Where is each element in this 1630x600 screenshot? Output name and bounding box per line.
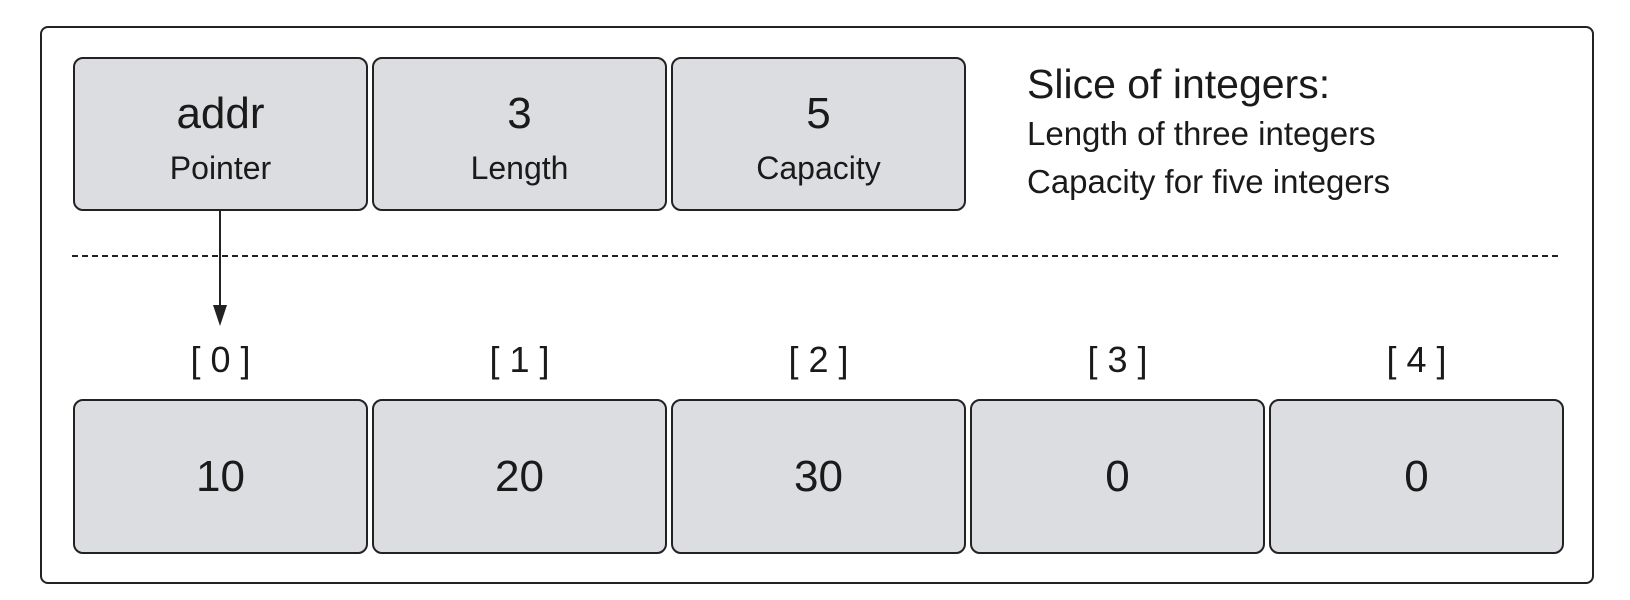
array-index-2: [ 2 ] bbox=[788, 339, 849, 380]
pointer-arrow-head bbox=[213, 305, 227, 326]
array-cell-4: 0 bbox=[1269, 399, 1564, 554]
dashed-divider bbox=[72, 255, 1558, 257]
slice-description: Slice of integers: Length of three integ… bbox=[1027, 58, 1390, 206]
description-title: Slice of integers: bbox=[1027, 61, 1331, 107]
capacity-field-label: Capacity bbox=[756, 150, 881, 186]
array-index-0: [ 0 ] bbox=[190, 339, 251, 380]
array-index-4: [ 4 ] bbox=[1386, 339, 1447, 380]
array-cell-2: 30 bbox=[671, 399, 966, 554]
array-cell-0: 10 bbox=[73, 399, 368, 554]
length-field-box: 3 Length bbox=[372, 57, 667, 211]
array-cell-value: 0 bbox=[1404, 451, 1429, 501]
description-length-line: Length of three integers bbox=[1027, 115, 1376, 152]
diagram-frame bbox=[40, 26, 1594, 584]
pointer-field-value: addr bbox=[176, 89, 265, 138]
array-cell-1: 20 bbox=[372, 399, 667, 554]
description-capacity-line: Capacity for five integers bbox=[1027, 163, 1391, 200]
capacity-field-box: 5 Capacity bbox=[671, 57, 966, 211]
array-cell-3: 0 bbox=[970, 399, 1265, 554]
pointer-field-label: Pointer bbox=[169, 150, 272, 186]
capacity-field-value: 5 bbox=[806, 89, 831, 138]
pointer-field-box: addr Pointer bbox=[73, 57, 368, 211]
array-cell-value: 0 bbox=[1105, 451, 1130, 501]
array-index-1: [ 1 ] bbox=[489, 339, 550, 380]
length-field-label: Length bbox=[470, 150, 569, 186]
length-field-value: 3 bbox=[507, 89, 532, 138]
array-cell-value: 20 bbox=[495, 451, 544, 501]
array-cell-value: 30 bbox=[794, 451, 843, 501]
array-index-3: [ 3 ] bbox=[1087, 339, 1148, 380]
array-cell-value: 10 bbox=[196, 451, 245, 501]
